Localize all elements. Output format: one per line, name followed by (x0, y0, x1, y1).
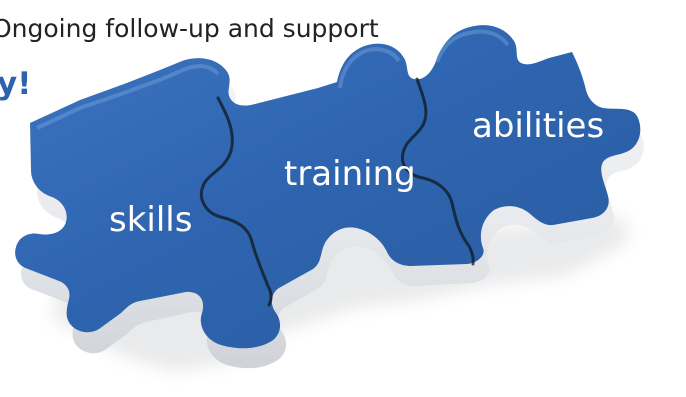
puzzle-face (15, 25, 641, 349)
puzzle-piece-labels: skills training abilities (109, 106, 604, 240)
puzzle-seams (199, 77, 475, 307)
headline-fragment: y! (0, 66, 32, 102)
top-text-line-2: Ongoing follow-up and support (0, 14, 379, 42)
puzzle-highlights (36, 29, 510, 130)
top-text-block: Ongoing follow-up and support (0, 0, 686, 42)
piece-label-training: training (284, 154, 416, 194)
piece-label-skills: skills (109, 200, 192, 240)
piece-label-abilities: abilities (472, 106, 604, 146)
